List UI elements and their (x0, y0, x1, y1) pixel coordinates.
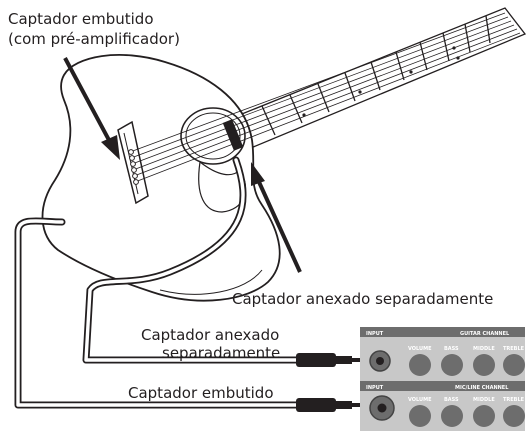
label-attached-cable-line2: separadamente (162, 344, 281, 362)
arrow-builtin-pickup-head (101, 135, 120, 160)
knob-label-mic-middle: MIDDLE (473, 397, 495, 403)
guitar-channel-header (360, 327, 525, 337)
knob-mic-volume (409, 405, 431, 427)
knob-mic-treble (503, 405, 525, 427)
guitar-input-label: INPUT (366, 331, 384, 337)
guitar-channel-label: GUITAR CHANNEL (460, 331, 510, 337)
knob-guitar-bass (441, 354, 463, 376)
plug-attached (296, 353, 364, 367)
arrow-attached-pickup (257, 181, 302, 273)
mic-line-channel-header (360, 381, 525, 391)
fret-markers (302, 46, 460, 117)
amplifier-panel: INPUT GUITAR CHANNEL VOLUME BASS MIDDLE … (360, 327, 525, 431)
bridge-pins (128, 149, 139, 185)
knob-label-guitar-middle: MIDDLE (473, 346, 495, 352)
pointer-arrows (63, 57, 302, 273)
knob-label-guitar-volume: VOLUME (408, 346, 432, 352)
guitar-neck (231, 7, 527, 151)
cables-inner (16, 158, 312, 407)
arrow-builtin-pickup (63, 57, 112, 143)
knob-mic-bass (441, 405, 463, 427)
knob-label-mic-volume: VOLUME (408, 397, 432, 403)
plug-builtin (296, 398, 364, 412)
knob-label-guitar-treble: TREBLE (503, 346, 525, 352)
arrow-attached-pickup-head (251, 162, 265, 186)
mic-input-label: INPUT (366, 385, 384, 391)
label-attached-cable-line1: Captador anexado (141, 326, 280, 344)
label-builtin-pickup-line2: (com pré-amplificador) (8, 30, 180, 48)
guitar-strings (129, 12, 521, 183)
knob-mic-middle (473, 405, 495, 427)
knob-label-mic-bass: BASS (444, 397, 459, 403)
knob-guitar-volume (409, 354, 431, 376)
mic-line-channel-label: MIC/LINE CHANNEL (455, 385, 509, 391)
label-builtin-pickup-line1: Captador embutido (8, 10, 154, 28)
label-builtin-cable: Captador embutido (128, 384, 274, 402)
knob-label-mic-treble: TREBLE (503, 397, 525, 403)
knob-guitar-middle (473, 354, 495, 376)
label-attached-pickup-right: Captador anexado separadamente (232, 290, 494, 308)
knob-label-guitar-bass: BASS (444, 346, 459, 352)
knob-guitar-treble (503, 354, 525, 376)
